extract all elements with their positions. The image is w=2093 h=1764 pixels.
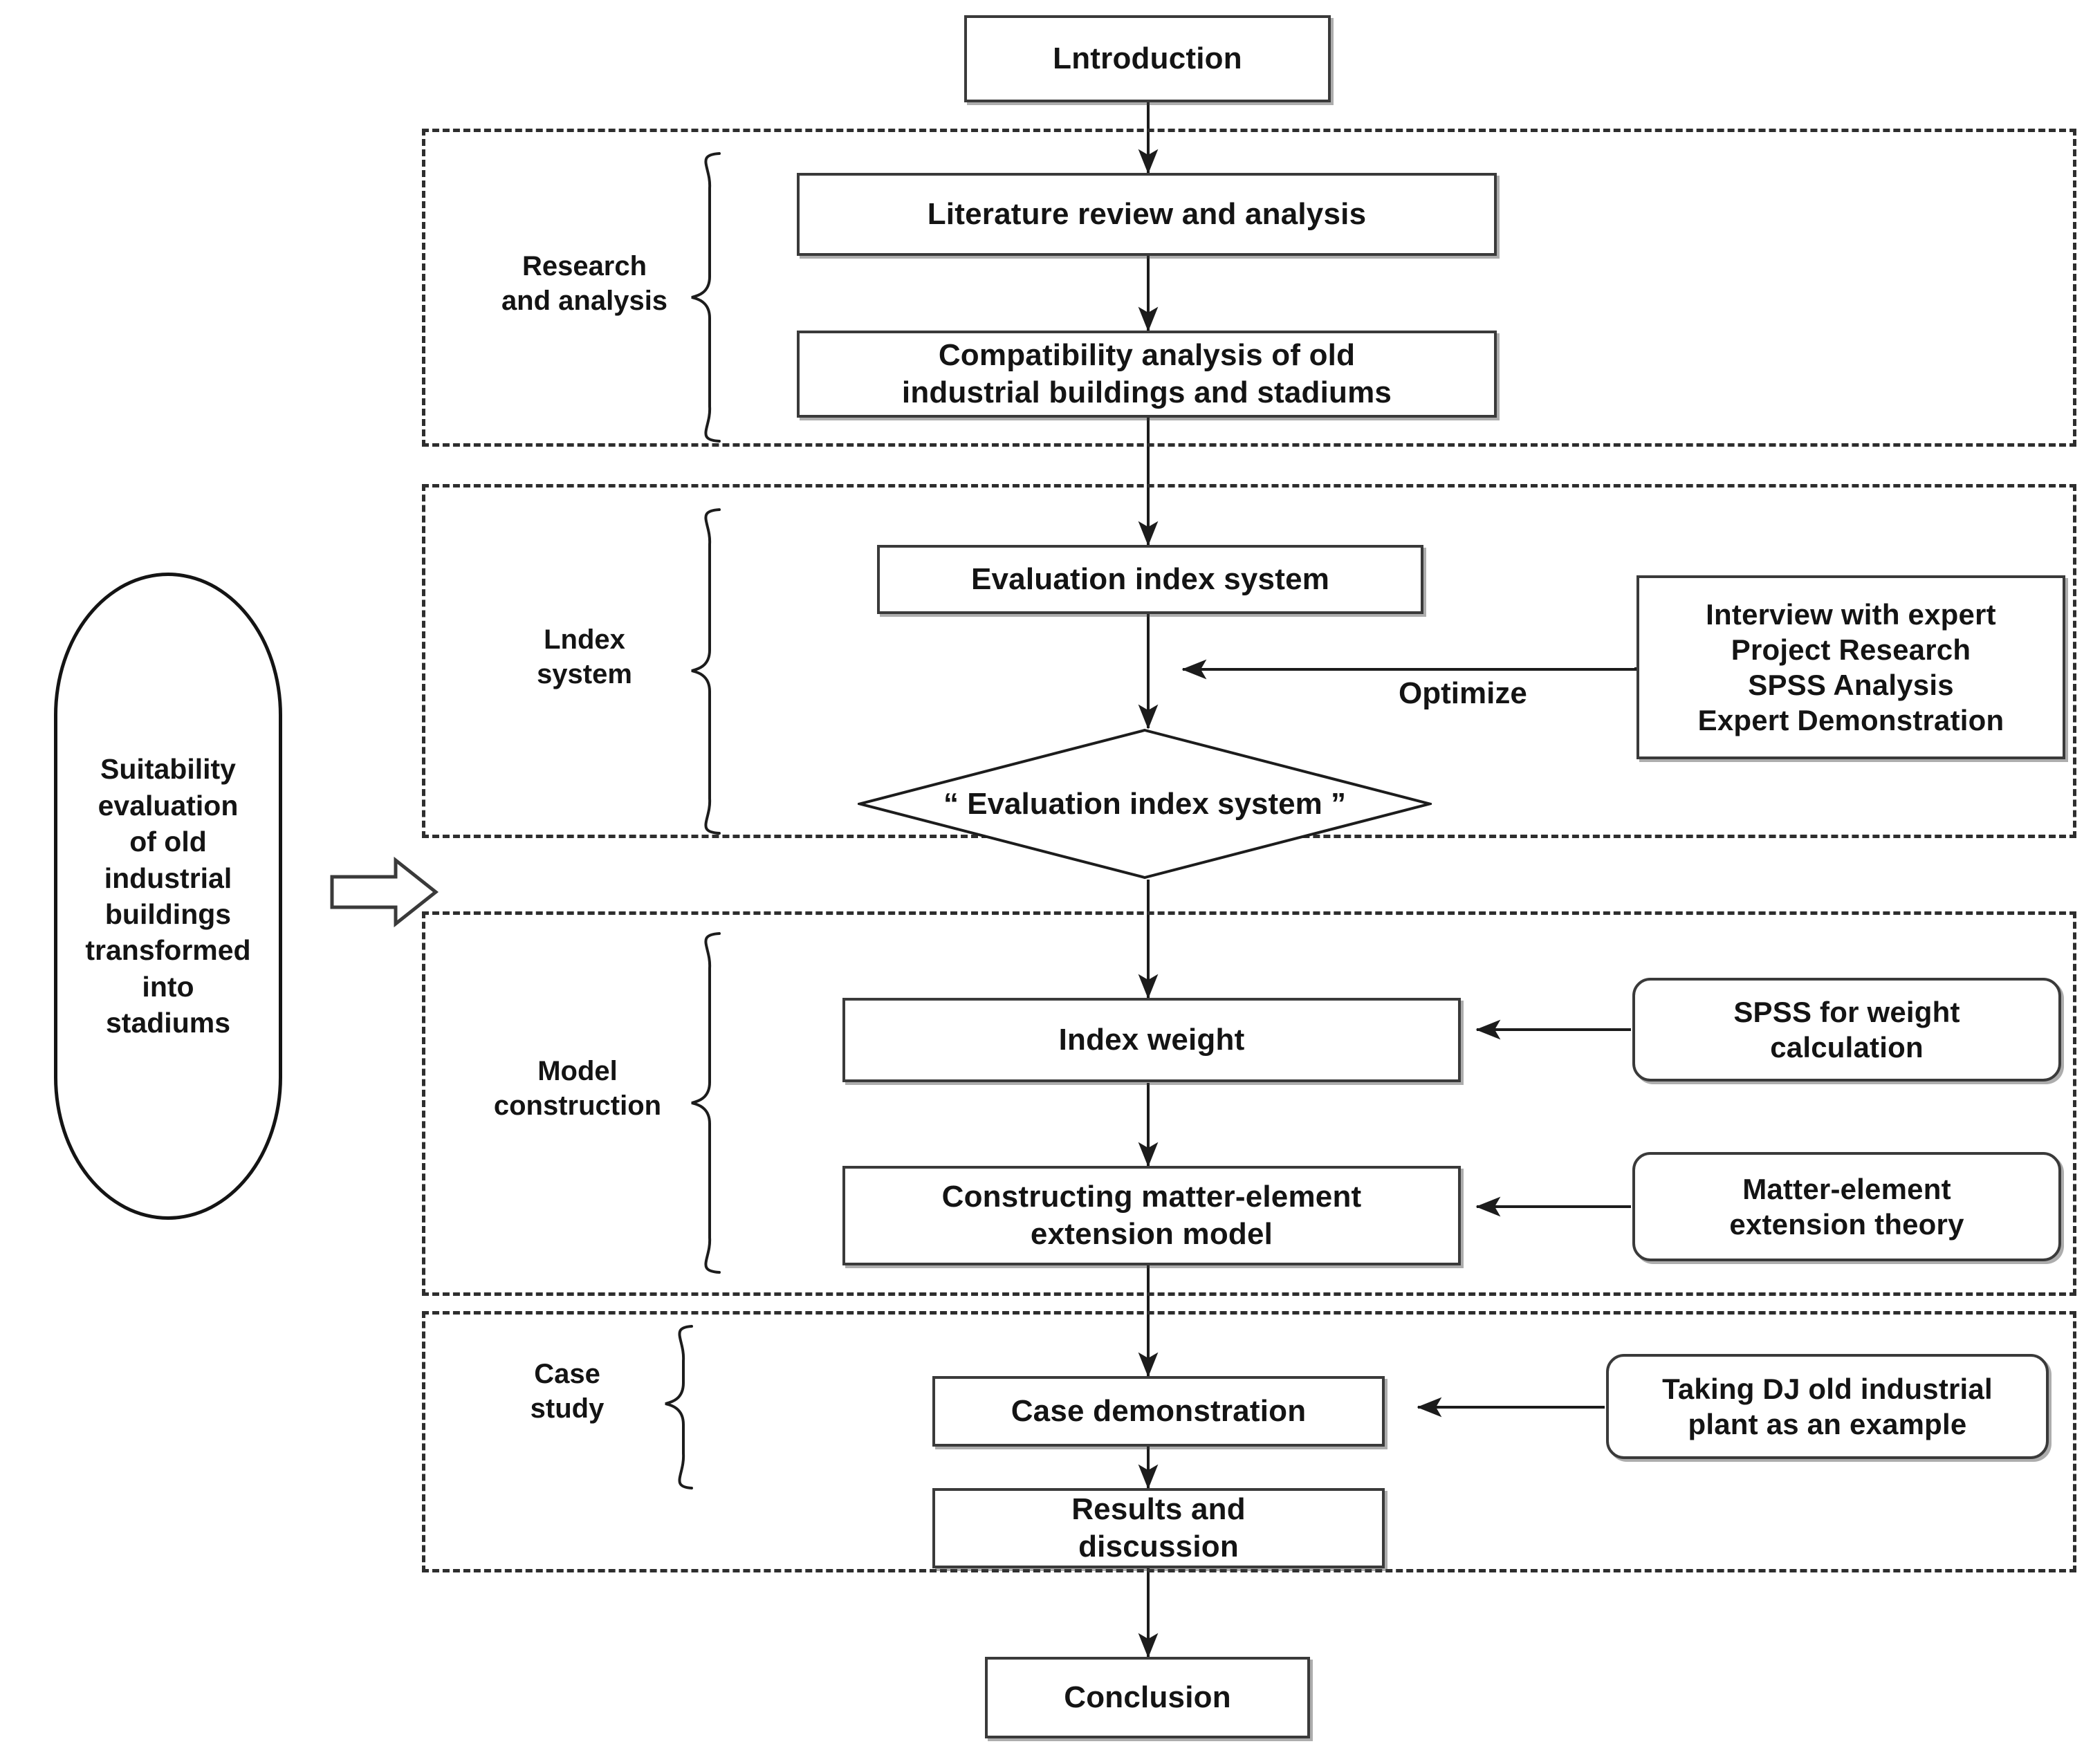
group-label-research: Research and analysis: [501, 251, 668, 316]
node-spss-weight-calculation[interactable]: SPSS for weight calculation: [1632, 978, 2061, 1081]
node-evaluation-index-decision[interactable]: “ Evaluation index system ”: [858, 728, 1432, 880]
group-frame-case: [422, 1311, 2076, 1572]
node-matter-element-model[interactable]: Constructing matter-element extension mo…: [842, 1166, 1461, 1265]
node-introduction[interactable]: Lntroduction: [964, 15, 1331, 102]
block-arrow: [330, 856, 439, 928]
node-results-discussion[interactable]: Results and discussion: [932, 1488, 1385, 1568]
node-evaluation-index-system[interactable]: Evaluation index system: [877, 545, 1423, 614]
group-label-model: Model construction: [493, 1056, 662, 1121]
group-frame-research: [422, 129, 2076, 447]
node-expert-sources[interactable]: Interview with expert Project Research S…: [1636, 575, 2065, 759]
node-matter-element-theory[interactable]: Matter-element extension theory: [1632, 1152, 2061, 1261]
edge-label-optimize: Optimize: [1399, 676, 1527, 710]
group-frame-model: [422, 911, 2076, 1296]
node-literature-review[interactable]: Literature review and analysis: [797, 173, 1497, 256]
node-conclusion[interactable]: Conclusion: [985, 1657, 1310, 1738]
node-case-demonstration[interactable]: Case demonstration: [932, 1376, 1385, 1447]
decision-label: “ Evaluation index system ”: [943, 786, 1346, 821]
group-label-index: Lndex system: [537, 624, 632, 689]
node-index-weight[interactable]: Index weight: [842, 998, 1461, 1082]
subject-ellipse: Suitability evaluation of old industrial…: [54, 573, 282, 1220]
node-compatibility-analysis[interactable]: Compatibility analysis of old industrial…: [797, 331, 1497, 418]
group-label-case: Case study: [530, 1359, 605, 1424]
node-dj-plant-example[interactable]: Taking DJ old industrial plant as an exa…: [1606, 1354, 2049, 1459]
